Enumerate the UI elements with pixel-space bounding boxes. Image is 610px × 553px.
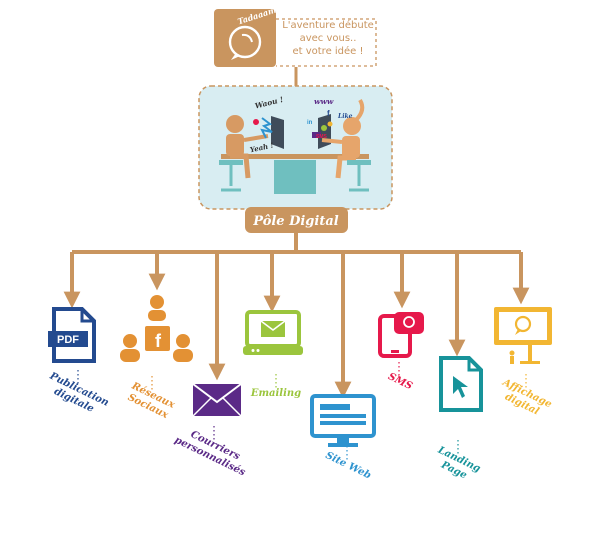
logo-background	[214, 9, 276, 67]
pdf-icon: PDF	[48, 307, 96, 363]
label-sms: SMS	[386, 371, 414, 392]
facebook-f: f	[155, 331, 162, 351]
hub-background	[245, 207, 348, 233]
lightbulb-icon	[228, 25, 262, 60]
label-landing: LandingPage	[430, 444, 482, 485]
hub-label: Pôle Digital	[252, 214, 339, 229]
label-affichage: Affichagedigital	[495, 377, 554, 421]
laptop-mail-icon	[243, 310, 303, 355]
desk	[221, 154, 369, 159]
intro-text: L'aventure débute avec vous.. et votre i…	[280, 19, 376, 58]
social-network-icon: f	[120, 295, 193, 362]
social-f: f	[327, 109, 330, 118]
intro-line-3: et votre idée !	[292, 46, 364, 57]
person-left	[219, 115, 269, 192]
label-emailing-line-1: Emailing	[250, 388, 301, 399]
intro-frame	[276, 18, 377, 67]
smartphone-icon	[378, 312, 424, 358]
social-www: www	[314, 97, 334, 106]
desk-cabinet	[274, 160, 316, 194]
label-emailing: Emailing	[250, 388, 301, 399]
person-right	[321, 98, 371, 192]
label-publication: Publicationdigitale	[42, 370, 111, 419]
label-siteweb: Site Web	[324, 450, 373, 481]
intro-line-2: avec vous..	[299, 33, 357, 44]
logo: Tadaaam !	[214, 2, 284, 67]
hub: Pôle Digital	[245, 207, 348, 233]
label-courriers: Courrierspersonnalisés	[173, 424, 253, 479]
monitor-left	[271, 116, 284, 149]
social-sms: SMS	[316, 134, 328, 140]
social-like: Like	[337, 113, 353, 120]
burst-decor	[253, 117, 333, 139]
connectors	[63, 233, 530, 399]
label-siteweb-line-1: Site Web	[324, 450, 373, 481]
social-in: in	[307, 120, 313, 126]
illustration-panel: Waou ! Yeah ! www f Like in SMS	[198, 85, 393, 210]
label-reseaux: RéseauxSociaux	[124, 380, 178, 422]
monitor-icon	[310, 394, 376, 447]
monitor-right	[318, 114, 331, 149]
intro-line-1: L'aventure débute	[282, 20, 374, 31]
digital-sign-icon	[494, 307, 552, 364]
envelope-icon	[192, 383, 242, 417]
pdf-label: PDF	[57, 334, 79, 346]
label-sms-line-1: SMS	[386, 371, 414, 392]
channel-icons: PDF f	[48, 295, 552, 447]
landing-page-icon	[439, 356, 483, 412]
